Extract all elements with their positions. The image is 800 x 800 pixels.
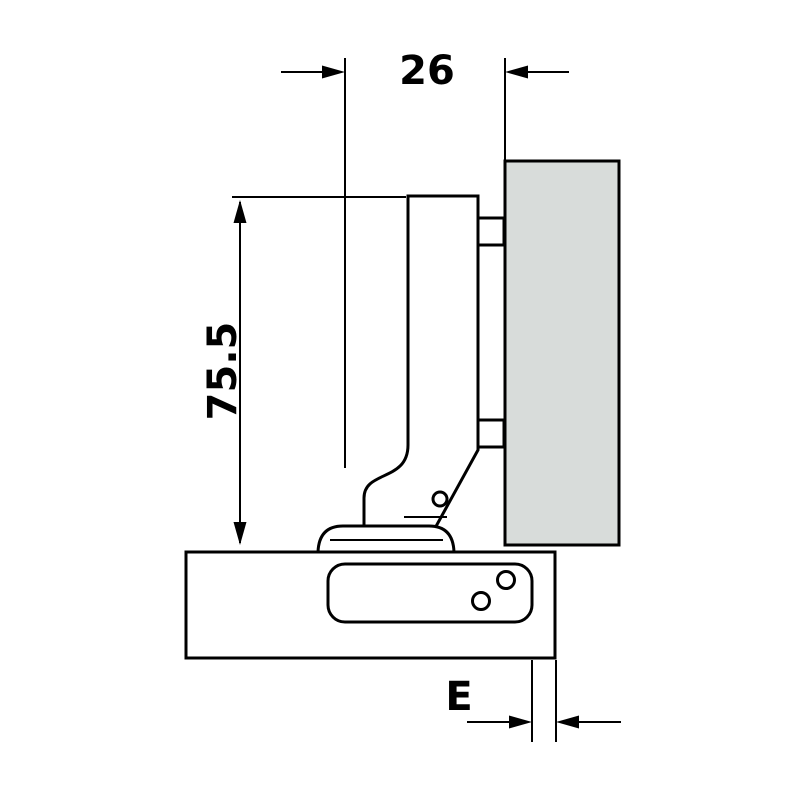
hinge-arm (362, 194, 480, 532)
dimension-label-height: 75.5 (200, 322, 246, 421)
linework: 26 75.5 E (184, 48, 621, 742)
plate-screw-hole-bottom (471, 591, 491, 611)
arrowhead-e-left (509, 715, 532, 729)
arrowhead-e-right (556, 715, 579, 729)
dimension-label-e: E (445, 674, 472, 720)
arm-screw-hole (431, 490, 449, 508)
arrowhead-height-down (233, 522, 247, 545)
plate-screw-hole-top (496, 570, 516, 590)
dimension-label-top: 26 (399, 48, 455, 94)
door-panel (503, 159, 621, 547)
arrowhead-top-right (505, 65, 528, 79)
arrowhead-height-up (233, 200, 247, 223)
mounting-tab-top (476, 216, 506, 247)
mounting-tab-bottom (476, 418, 506, 449)
arrowhead-top-left (322, 65, 345, 79)
